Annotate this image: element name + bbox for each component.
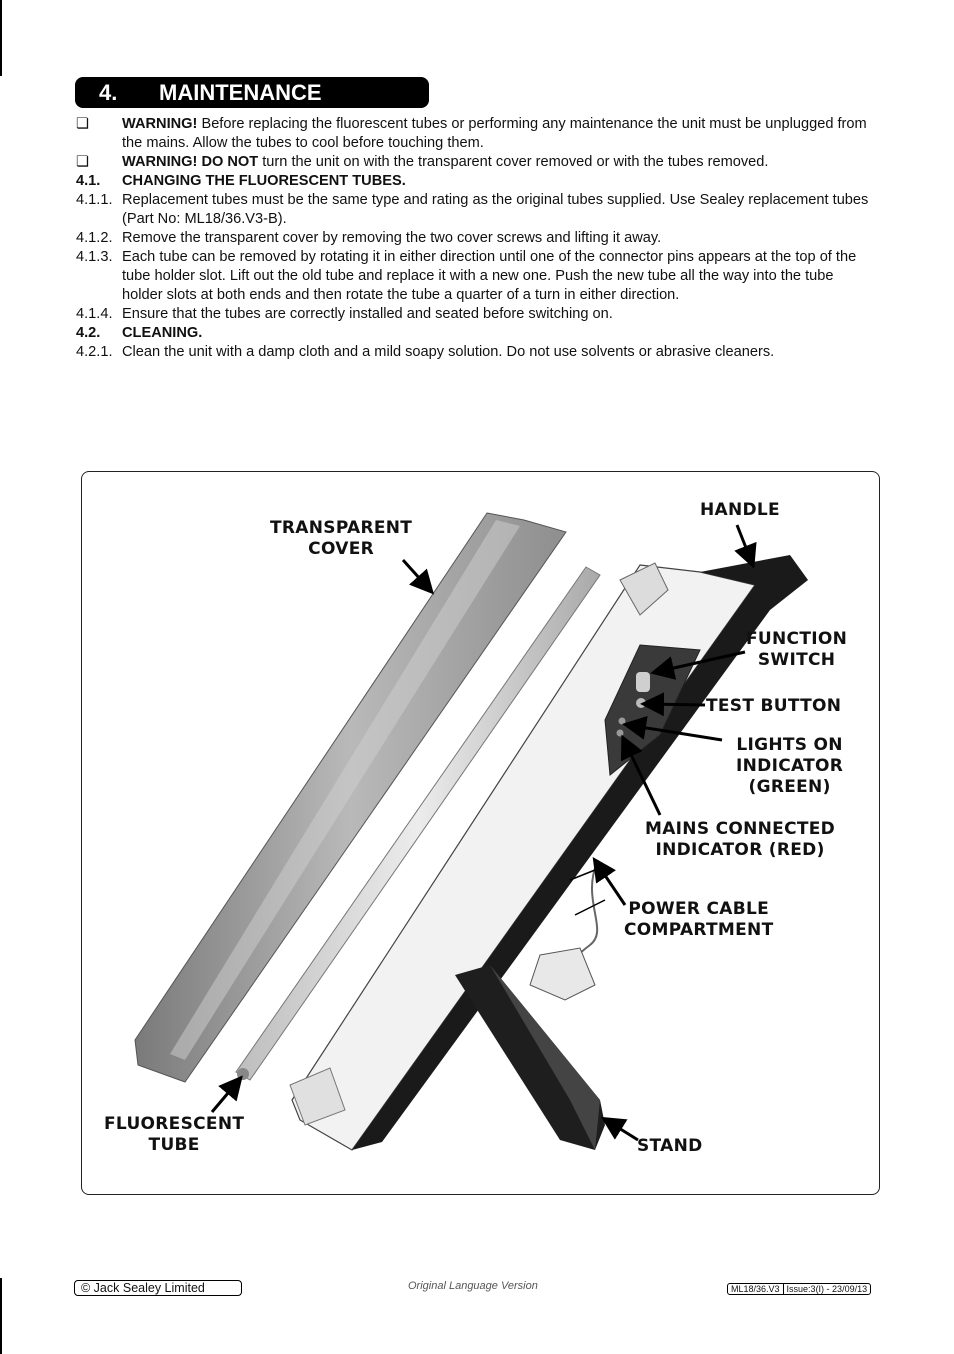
- paragraph-bold: CHANGING THE FLUORESCENT TUBES.: [122, 173, 406, 189]
- paragraph-0: ❏ WARNING! Before replacing the fluoresce…: [76, 115, 876, 153]
- paragraph-label: 4.1.: [76, 173, 101, 189]
- paragraph-4: 4.1.2. Remove the transparent cover by re…: [76, 229, 876, 248]
- paragraph-label: 4.1.4.: [76, 306, 113, 322]
- paragraph-body: Replacement tubes must be the same type …: [122, 192, 869, 227]
- paragraph-6: 4.1.4. Ensure that the tubes are correctl…: [76, 305, 876, 324]
- label-stand: STAND: [637, 1136, 703, 1156]
- paragraph-bold: CLEANING.: [122, 325, 203, 341]
- paragraph-label: ❏: [76, 116, 90, 132]
- footer-model-issue: ML18/36.V3 Issue:3(I) - 23/09/13: [727, 1283, 872, 1295]
- fluorescent-tube-shape: [235, 566, 601, 1081]
- plug-shape: [529, 947, 596, 1001]
- section-header: 4. MAINTENANCE: [75, 77, 429, 108]
- paragraph-label: 4.1.1.: [76, 192, 113, 208]
- paragraph-2: 4.1. CHANGING THE FLUORESCENT TUBES.: [76, 172, 876, 191]
- paragraph-label: 4.1.3.: [76, 249, 113, 265]
- paragraph-label: 4.1.2.: [76, 230, 113, 246]
- section-number: 4.: [99, 80, 118, 105]
- paragraph-text: CHANGING THE FLUORESCENT TUBES.: [122, 172, 876, 191]
- label-test-button: TEST BUTTON: [706, 696, 842, 716]
- footer-language-version: Original Language Version: [408, 1280, 538, 1292]
- paragraph-body: Before replacing the fluorescent tubes o…: [122, 116, 867, 151]
- label-handle: HANDLE: [700, 500, 780, 520]
- paragraph-bold: WARNING!: [122, 116, 198, 132]
- paragraph-body: Remove the transparent cover by removing…: [122, 230, 662, 246]
- paragraph-body: Clean the unit with a damp cloth and a m…: [122, 344, 775, 360]
- footer-issue: Issue:3(I) - 23/09/13: [782, 1284, 871, 1294]
- paragraph-text: Replacement tubes must be the same type …: [122, 191, 876, 229]
- diagram-frame: [81, 471, 880, 1195]
- crop-mark-top: [0, 0, 2, 76]
- paragraph-5: 4.1.3. Each tube can be removed by rotati…: [76, 248, 876, 305]
- paragraph-body: Each tube can be removed by rotating it …: [122, 249, 857, 303]
- paragraph-text: Clean the unit with a damp cloth and a m…: [122, 343, 876, 362]
- paragraph-text: WARNING! DO NOT turn the unit on with th…: [122, 153, 876, 172]
- paragraph-body: Ensure that the tubes are correctly inst…: [122, 306, 613, 322]
- paragraph-label: 4.2.: [76, 325, 101, 341]
- crop-mark-bottom: [0, 1278, 2, 1354]
- paragraph-8: 4.2.1. Clean the unit with a damp cloth a…: [76, 343, 876, 362]
- paragraph-text: Remove the transparent cover by removing…: [122, 229, 876, 248]
- footer-copyright: © Jack Sealey Limited: [74, 1280, 242, 1296]
- paragraph-label: 4.2.1.: [76, 344, 113, 360]
- paragraph-text: Ensure that the tubes are correctly inst…: [122, 305, 876, 324]
- paragraph-bold: WARNING! DO NOT: [122, 154, 259, 170]
- maintenance-text: ❏ WARNING! Before replacing the fluoresce…: [76, 115, 876, 362]
- paragraph-1: ❏ WARNING! DO NOT turn the unit on with t…: [76, 153, 876, 172]
- paragraph-body: turn the unit on with the transparent co…: [258, 154, 769, 170]
- paragraph-text: CLEANING.: [122, 324, 876, 343]
- stand-shape: [455, 965, 605, 1150]
- section-title: MAINTENANCE: [159, 80, 322, 105]
- paragraph-text: Each tube can be removed by rotating it …: [122, 248, 876, 305]
- paragraph-label: ❏: [76, 154, 90, 170]
- footer-model: ML18/36.V3: [731, 1284, 780, 1294]
- paragraph-7: 4.2. CLEANING.: [76, 324, 876, 343]
- paragraph-text: WARNING! Before replacing the fluorescen…: [122, 115, 876, 153]
- paragraph-3: 4.1.1. Replacement tubes must be the same…: [76, 191, 876, 229]
